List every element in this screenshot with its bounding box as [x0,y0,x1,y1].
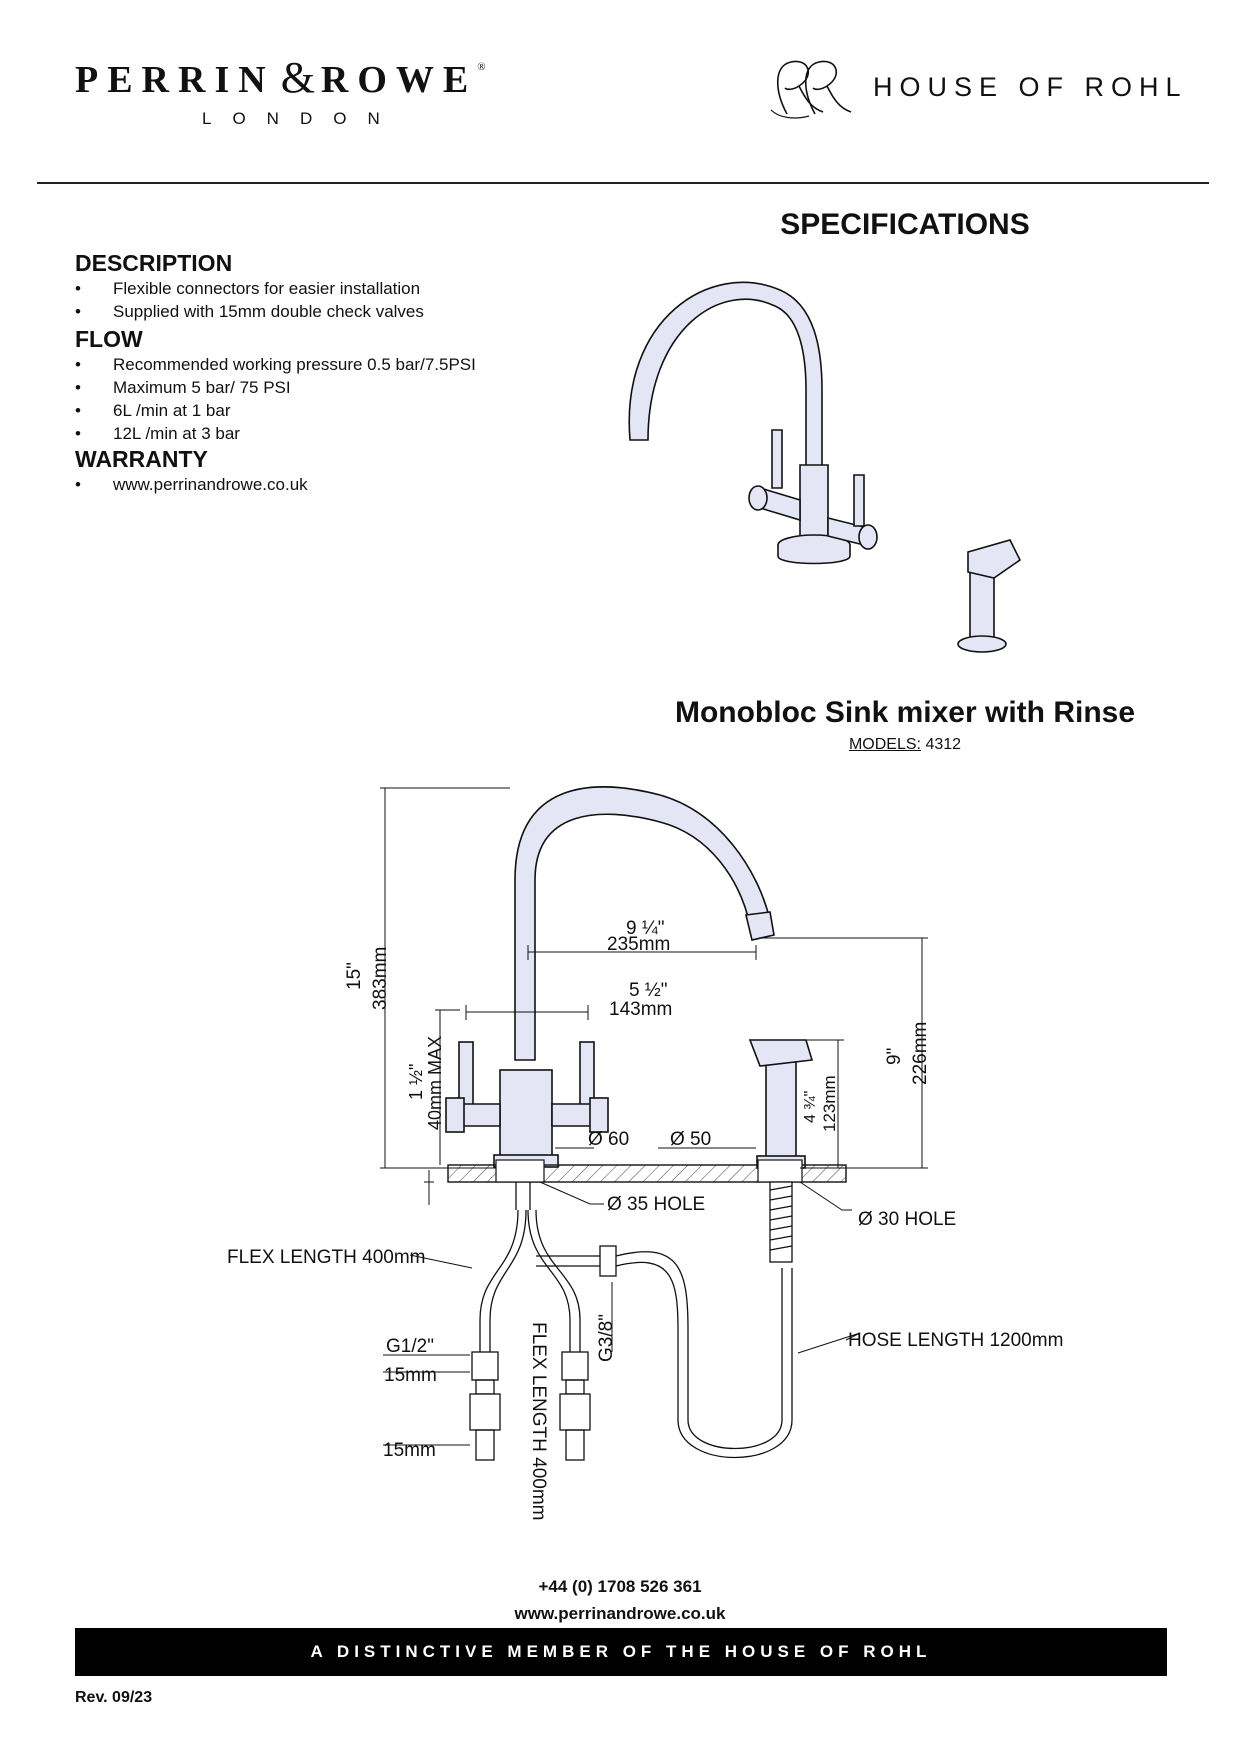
mm15-a: 15mm [384,1365,437,1386]
description-section: DESCRIPTION Flexible connectors for easi… [75,250,424,323]
warranty-section: WARRANTY www.perrinandrowe.co.uk [75,446,308,496]
left-lever [771,429,783,489]
deck [447,1164,847,1183]
mm15-b: 15mm [383,1440,436,1461]
revision-label: Rev. 09/23 [75,1689,153,1706]
spout-in: 9" [884,1048,905,1065]
list-item: Flexible connectors for easier installat… [75,277,424,300]
base-diameter-2: Ø 50 [670,1129,711,1150]
flex-length-2: FLEX LENGTH 400mm [528,1322,549,1521]
height-mm: 383mm [370,947,391,1010]
header-divider [37,182,1209,184]
rinse-head [967,539,1022,579]
flex-right [527,1209,571,1352]
house-of-rohl-text: HOUSE OF ROHL [873,71,1188,102]
brand-name-b: ROWE [320,59,478,101]
models-line: MODELS: 4312 [640,736,1170,754]
rinse-in: 4 ¾" [802,1091,819,1123]
deck-in: 1 ½" [406,1064,426,1100]
models-label: MODELS: [848,736,921,753]
rinse-body-front [765,1061,797,1161]
right-handle [579,1041,595,1107]
hose-length: HOSE LENGTH 1200mm [848,1330,1063,1351]
rinse-base [957,635,1007,653]
flow-list: Recommended working pressure 0.5 bar/7.5… [75,353,476,445]
rinse-hose [615,1251,783,1450]
list-item: 6L /min at 1 bar [75,399,476,422]
brand-ampersand: & [280,53,315,102]
base-diameter-1: Ø 60 [588,1129,629,1150]
list-item: Supplied with 15mm double check valves [75,300,424,323]
dim-rinse [806,1039,844,1169]
warranty-list: www.perrinandrowe.co.uk [75,473,308,496]
deck-mm: 40mm MAX [425,1036,445,1130]
product-title: Monobloc Sink mixer with Rinse [674,696,1136,729]
spout-tip [745,911,775,941]
rinse-head-front [748,1039,814,1067]
footer-banner: A DISTINCTIVE MEMBER OF THE HOUSE OF ROH… [75,1628,1167,1676]
registered-mark: ® [477,61,486,73]
handle-in: 5 ½" [629,980,667,1001]
g38-label: G3/8" [596,1314,617,1362]
dim-deck [435,1009,460,1165]
flow-section: FLOW Recommended working pressure 0.5 ba… [75,326,476,445]
height-in: 15" [344,962,365,990]
flow-heading: FLOW [75,326,143,352]
flex-length-1: FLEX LENGTH 400mm [227,1247,426,1268]
tap-body-front [499,1069,553,1161]
spec-title: SPECIFICATIONS [780,208,1030,241]
spout-mm: 226mm [910,1022,931,1085]
hole-2: Ø 30 HOLE [858,1209,956,1230]
brand-sub: LONDON [202,109,401,128]
g12-label: G1/2" [386,1336,434,1357]
warranty-heading: WARRANTY [75,446,208,472]
reach-in: 9 ¼" [626,918,664,939]
rohl-monogram-icon [770,60,852,119]
list-item: Maximum 5 bar/ 75 PSI [75,376,476,399]
list-item: Recommended working pressure 0.5 bar/7.5… [75,353,476,376]
list-item: 12L /min at 3 bar [75,422,476,445]
models-value: 4312 [925,736,962,753]
footer-website-link[interactable]: www.perrinandrowe.co.uk [514,1604,726,1623]
footer-phone: +44 (0) 1708 526 361 [538,1577,702,1596]
product-illustration [628,281,1022,653]
house-of-rohl-logo: HOUSE OF ROHL [765,52,1188,122]
description-list: Flexible connectors for easier installat… [75,277,424,323]
warranty-link[interactable]: www.perrinandrowe.co.uk [75,473,308,496]
rinse-mm: 123mm [820,1075,839,1132]
dim-height [380,787,510,1168]
description-heading: DESCRIPTION [75,250,233,276]
hole-1: Ø 35 HOLE [607,1194,705,1215]
perrin-rowe-logo: PERRIN&ROWE® LONDON [75,52,486,129]
flex-left [479,1209,519,1352]
right-lever [853,474,865,527]
left-handle [458,1041,474,1107]
reach-mm: 235mm [607,934,670,955]
dim-reach [527,945,757,960]
brand-name-a: PERRIN [75,59,275,101]
dim-handles [465,1005,589,1020]
handle-mm: 143mm [609,999,672,1020]
